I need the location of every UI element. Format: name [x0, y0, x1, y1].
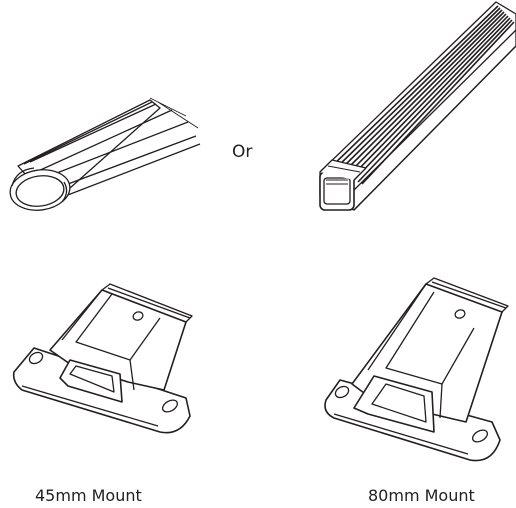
mount-80-caption: 80mm Mount: [368, 486, 475, 505]
or-separator: Or: [232, 142, 253, 162]
square-bar-icon: [300, 0, 516, 222]
mount-45-icon: [10, 278, 210, 438]
mount-45-caption: 45mm Mount: [35, 486, 142, 505]
oval-bar-icon: [0, 80, 220, 230]
mount-80-icon: [316, 272, 516, 468]
